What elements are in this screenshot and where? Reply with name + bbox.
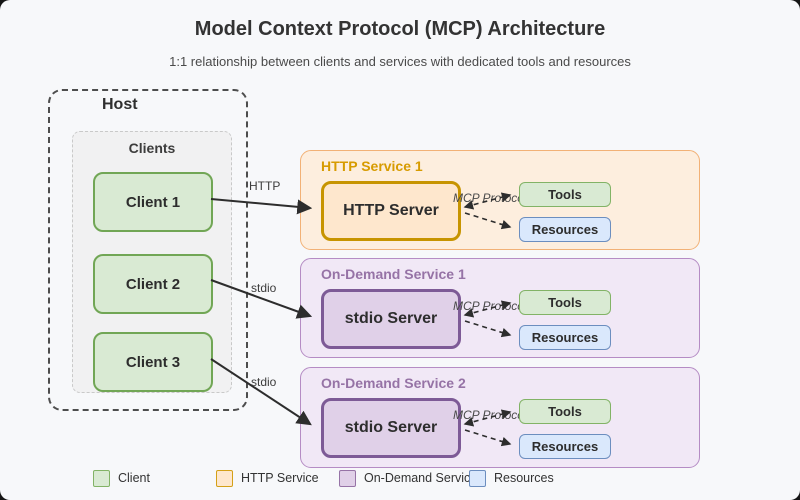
service-container-ondemand-1: On-Demand Service 1 stdio Server MCP Pro… — [300, 258, 700, 358]
stdio-server-node: stdio Server — [321, 398, 461, 458]
tools-node: Tools — [519, 290, 611, 315]
legend-item-resources: Resources — [469, 469, 554, 487]
legend-swatch-http-service — [216, 469, 233, 487]
tools-node: Tools — [519, 399, 611, 424]
resources-node: Resources — [519, 217, 611, 242]
legend-swatch-resources — [469, 469, 486, 487]
mcp-protocol-label: MCP Protocol — [453, 408, 527, 422]
clients-group: Clients Client 1 Client 2 Client 3 — [72, 131, 232, 393]
http-server-node: HTTP Server — [321, 181, 461, 241]
legend-label: On-Demand Service — [364, 471, 478, 485]
service-title: HTTP Service 1 — [321, 158, 423, 174]
service-container-ondemand-2: On-Demand Service 2 stdio Server MCP Pro… — [300, 367, 700, 468]
legend-label: Client — [118, 471, 150, 485]
tools-node: Tools — [519, 182, 611, 207]
legend-item-client: Client — [93, 469, 150, 487]
mcp-protocol-label: MCP Protocol — [453, 191, 527, 205]
page-title: Model Context Protocol (MCP) Architectur… — [194, 18, 606, 40]
client-1-node: Client 1 — [93, 172, 213, 232]
legend-swatch-on-demand-service — [339, 469, 356, 487]
connection-label-stdio-2: stdio — [251, 375, 277, 389]
legend-label: HTTP Service — [241, 471, 319, 485]
resources-node: Resources — [519, 434, 611, 459]
legend-item-http-service: HTTP Service — [216, 469, 319, 487]
client-2-node: Client 2 — [93, 254, 213, 314]
clients-group-label: Clients — [128, 140, 176, 156]
service-container-http-1: HTTP Service 1 HTTP Server MCP Protocol … — [300, 150, 700, 250]
service-title: On-Demand Service 1 — [321, 266, 466, 282]
client-3-node: Client 3 — [93, 332, 213, 392]
connection-label-http: HTTP — [249, 179, 281, 193]
legend-swatch-client — [93, 469, 110, 487]
connection-label-stdio-1: stdio — [251, 281, 277, 295]
resources-node: Resources — [519, 325, 611, 350]
legend-item-on-demand-service: On-Demand Service — [339, 469, 477, 487]
page-subtitle: 1:1 relationship between clients and ser… — [169, 54, 631, 69]
mcp-protocol-label: MCP Protocol — [453, 299, 527, 313]
stdio-server-node: stdio Server — [321, 289, 461, 349]
host-label: Host — [102, 96, 138, 113]
service-title: On-Demand Service 2 — [321, 375, 466, 391]
host-container: Host Clients Client 1 Client 2 Client 3 — [48, 89, 248, 411]
legend-label: Resources — [494, 471, 554, 485]
